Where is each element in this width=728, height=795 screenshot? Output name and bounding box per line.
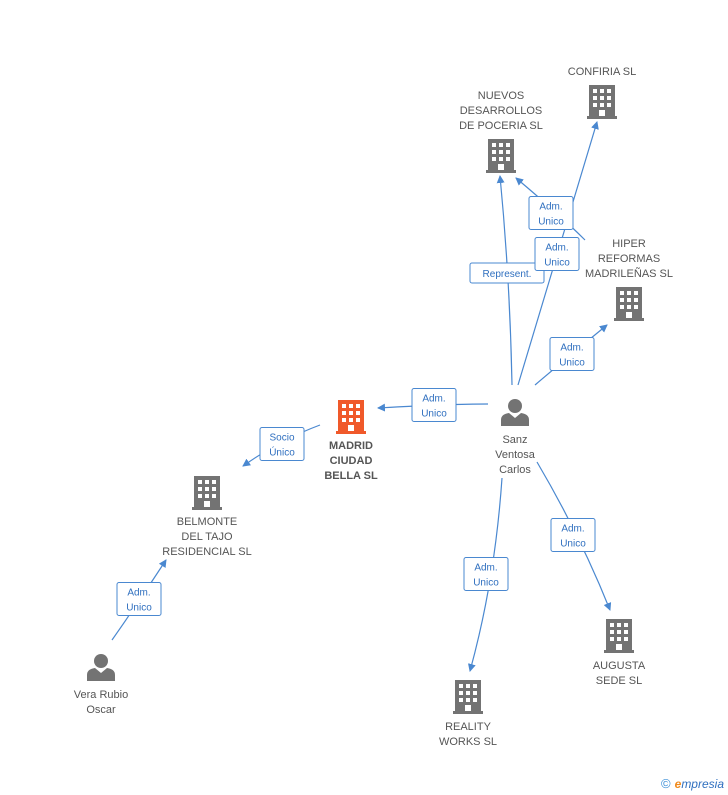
node-augusta[interactable]: AUGUSTA SEDE SL [593, 619, 646, 687]
edge-label-sanz-to-nuevos: Represent. [469, 262, 545, 284]
node-label: DESARROLLOS [460, 105, 543, 117]
edge-label-text: Adm. [560, 343, 583, 354]
nodes-layer: MADRID CIUDAD BELLA SL SanzVentosaCarlosBEL… [74, 66, 673, 748]
building-icon [486, 139, 516, 173]
edge-label-text: Adm. [127, 588, 150, 599]
brand-initial: e [674, 777, 682, 791]
node-label: SEDE SL [596, 675, 642, 687]
edge-label-text: Adm. [539, 202, 562, 213]
edge-label-vera-to-belmonte: Adm. Unico [116, 582, 162, 616]
node-nuevos[interactable]: NUEVOS DESARROLLOS DE POCERIA SL [459, 90, 543, 173]
person-icon [87, 654, 115, 681]
node-label: Ventosa [495, 449, 536, 461]
node-confiria[interactable]: CONFIRIA SL [568, 66, 636, 119]
edge-label-sanz-to-reality: Adm. Unico [463, 557, 509, 591]
node-label: HIPER [612, 238, 646, 250]
building-icon [192, 476, 222, 510]
edge-label-hiper-to-nuevos: Adm. Unico [528, 196, 574, 230]
footer-brand: ©empresia [661, 776, 724, 791]
node-hiper[interactable]: HIPER REFORMAS MADRILEÑAS SL [585, 238, 673, 321]
edge-label-text: Unico [538, 217, 564, 228]
brand-name: mpresia [681, 777, 724, 791]
edge-label-text: Unico [126, 603, 152, 614]
node-label: WORKS SL [439, 736, 497, 748]
node-label: CIUDAD [330, 455, 373, 467]
node-label: Oscar [86, 704, 116, 716]
edge-label-text: Unico [559, 358, 585, 369]
edge-label-sanz-to-augusta: Adm. Unico [550, 518, 596, 552]
edge-label-text: Unico [560, 539, 586, 550]
node-label: BELLA SL [324, 470, 378, 482]
copyright-icon: © [661, 776, 671, 791]
edge-label-text: Adm. [545, 243, 568, 254]
node-label: MADRID [329, 440, 373, 452]
node-label: REALITY [445, 721, 492, 733]
building-icon [604, 619, 634, 653]
edge-label-text: Socio [269, 433, 294, 444]
node-label: AUGUSTA [593, 660, 646, 672]
node-label: DE POCERIA SL [459, 120, 543, 132]
node-label: REFORMAS [598, 253, 660, 265]
node-reality[interactable]: REALITY WORKS SL [439, 680, 497, 748]
node-label: RESIDENCIAL SL [162, 546, 251, 558]
building-icon [336, 400, 366, 434]
edge-label-text: Adm. [422, 394, 445, 405]
building-icon [453, 680, 483, 714]
node-label: DEL TAJO [181, 531, 233, 543]
building-icon [614, 287, 644, 321]
node-label: Sanz [502, 434, 527, 446]
node-label: BELMONTE [177, 516, 238, 528]
building-icon [587, 85, 617, 119]
edge-label-sanz-to-confiria: Adm. Unico [534, 237, 580, 271]
edge-label-text: Adm. [561, 524, 584, 535]
node-belmonte[interactable]: BELMONTE DEL TAJO RESIDENCIAL SL [162, 476, 252, 558]
node-label: NUEVOS [478, 90, 524, 102]
node-label: Carlos [499, 464, 531, 476]
edge-label-sanz-to-hiper: Adm. Unico [549, 337, 595, 371]
edge-label-text: Unico [421, 409, 447, 420]
node-label: CONFIRIA SL [568, 66, 636, 78]
edge-labels-layer: Adm.UnicoSocioÚnicoAdm.UnicoRepresent.Ad… [116, 196, 596, 616]
edge-label-text: Adm. [474, 563, 497, 574]
node-label: MADRILEÑAS SL [585, 267, 673, 280]
edge-label-text: Unico [544, 258, 570, 269]
edge-label-text: Unico [473, 578, 499, 589]
edge-label-text: Único [269, 446, 295, 459]
edge-label-text: Represent. [483, 269, 532, 280]
node-madrid[interactable]: MADRID CIUDAD BELLA SL [324, 400, 378, 482]
node-label: Vera Rubio [74, 689, 128, 701]
edge-label-sanz-to-madrid: Adm. Unico [411, 388, 457, 422]
person-icon [501, 399, 529, 426]
